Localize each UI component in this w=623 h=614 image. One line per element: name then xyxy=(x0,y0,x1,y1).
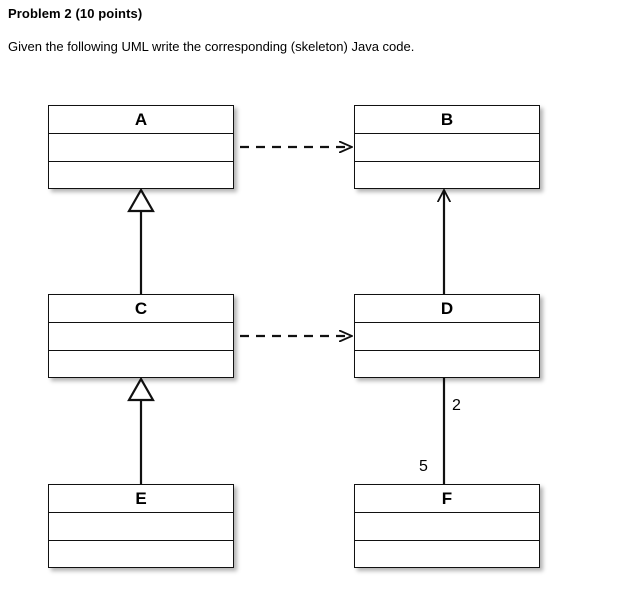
uml-class-d[interactable]: D xyxy=(354,294,540,378)
uml-class-c[interactable]: C xyxy=(48,294,234,378)
uml-class-d-methods xyxy=(355,349,539,377)
uml-class-b[interactable]: B xyxy=(354,105,540,189)
uml-class-a[interactable]: A xyxy=(48,105,234,189)
multiplicity-label-near-f: 5 xyxy=(419,458,428,475)
uml-class-d-attributes xyxy=(355,322,539,349)
uml-class-f[interactable]: F xyxy=(354,484,540,568)
uml-class-b-attributes xyxy=(355,133,539,160)
uml-class-a-methods xyxy=(49,160,233,188)
generalization-e-to-c xyxy=(127,376,155,484)
uml-class-e-methods xyxy=(49,539,233,567)
generalization-c-to-a xyxy=(127,187,155,294)
uml-class-f-name: F xyxy=(441,488,453,508)
uml-class-f-attributes xyxy=(355,512,539,539)
uml-class-c-methods xyxy=(49,349,233,377)
uml-class-e-name: E xyxy=(135,488,147,508)
uml-class-f-methods xyxy=(355,539,539,567)
uml-class-b-name: B xyxy=(440,109,454,129)
uml-class-c-attributes xyxy=(49,322,233,349)
uml-class-b-methods xyxy=(355,160,539,188)
uml-class-a-attributes xyxy=(49,133,233,160)
uml-class-e-attributes xyxy=(49,512,233,539)
uml-class-c-name: C xyxy=(134,298,148,318)
page-title: Problem 2 (10 points) xyxy=(8,6,143,21)
multiplicity-label-near-d: 2 xyxy=(452,397,461,414)
uml-class-a-name: A xyxy=(134,109,148,129)
page-subtitle: Given the following UML write the corres… xyxy=(8,39,415,54)
uml-class-d-name: D xyxy=(440,298,454,318)
uml-class-e[interactable]: E xyxy=(48,484,234,568)
